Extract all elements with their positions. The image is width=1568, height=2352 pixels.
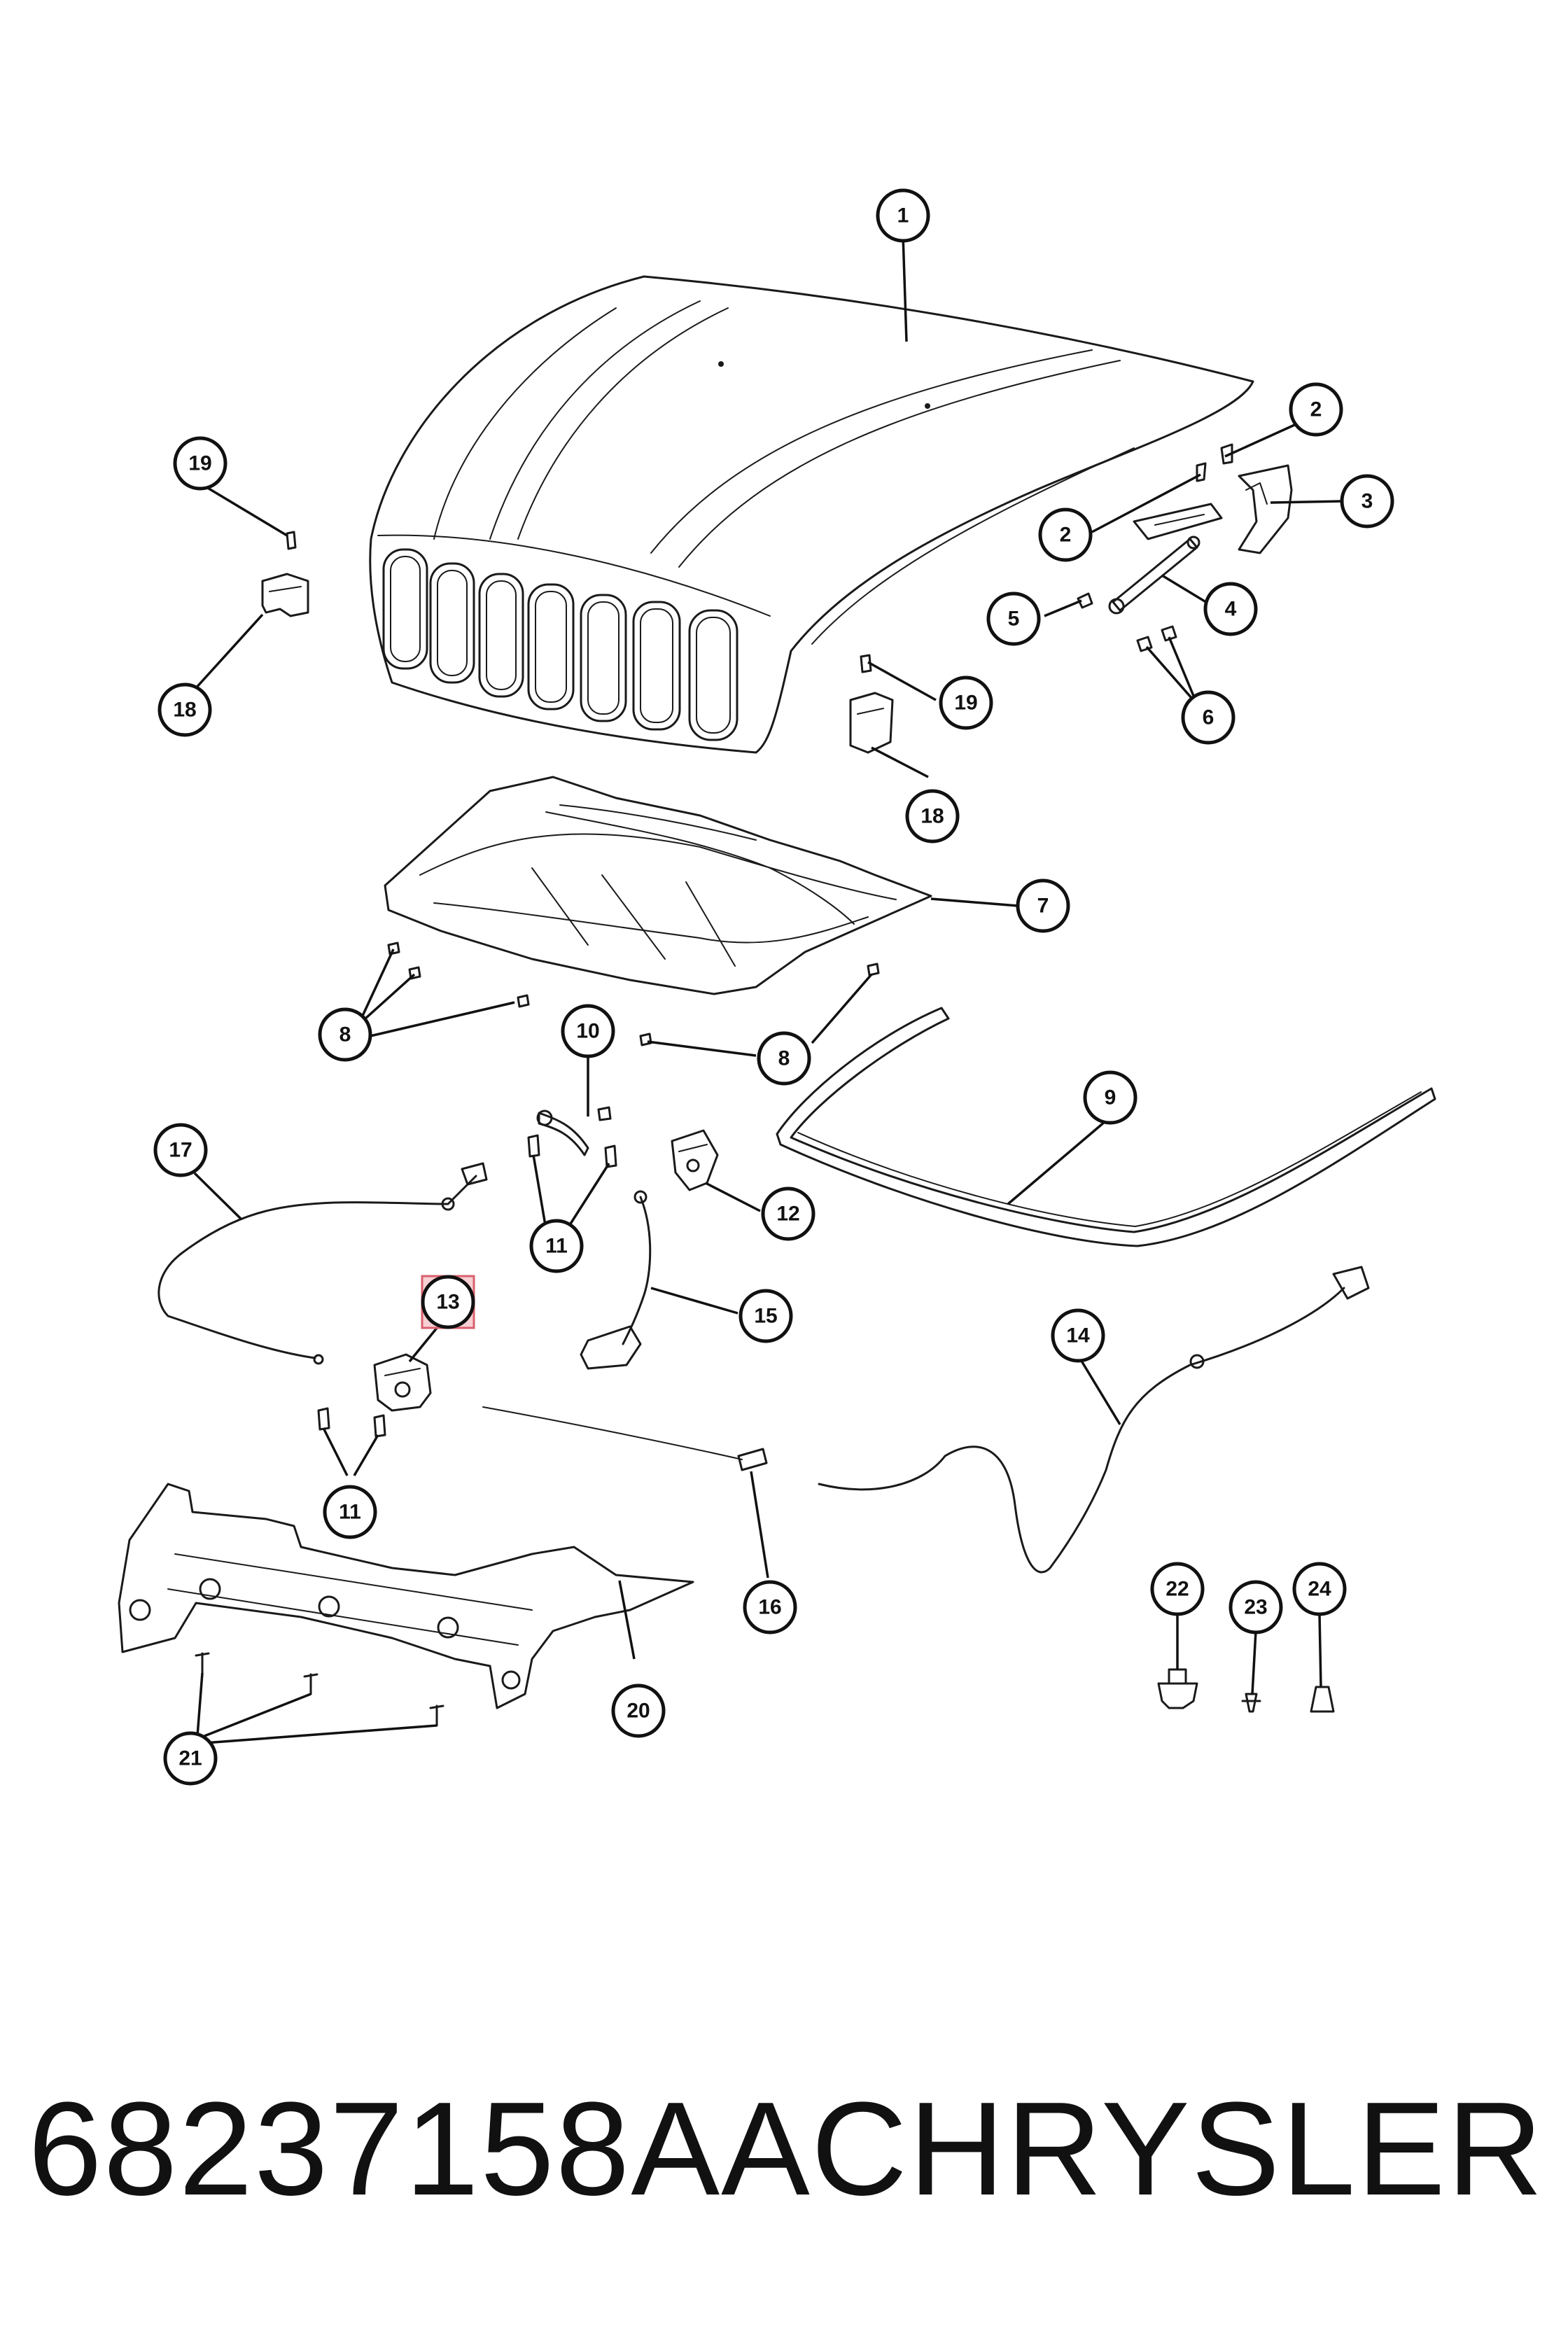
- callout-18: 18: [158, 682, 212, 737]
- strut-clip-5: [1077, 592, 1093, 609]
- callout-21: 21: [163, 1731, 218, 1786]
- svg-text:11: 11: [339, 1501, 361, 1524]
- svg-text:6: 6: [1203, 706, 1214, 729]
- svg-text:9: 9: [1105, 1086, 1116, 1110]
- brand-name: CHRYSLER: [811, 2075, 1545, 2223]
- strut-nuts-6: [1136, 625, 1177, 652]
- svg-text:18: 18: [173, 699, 196, 722]
- callout-14: 14: [1051, 1308, 1105, 1363]
- svg-text:19: 19: [954, 692, 977, 715]
- callout-18: 18: [905, 789, 960, 844]
- release-cable-15: [580, 1190, 652, 1370]
- svg-text:24: 24: [1308, 1578, 1331, 1601]
- svg-text:23: 23: [1244, 1596, 1267, 1619]
- callout-11: 11: [323, 1485, 377, 1539]
- screws-11: [317, 1134, 617, 1438]
- svg-text:22: 22: [1166, 1578, 1189, 1601]
- svg-text:19: 19: [188, 452, 211, 475]
- callout-8: 8: [318, 1007, 372, 1062]
- front-panel-20: [118, 1483, 694, 1709]
- callout-19: 19: [173, 436, 227, 491]
- callout-19: 19: [939, 676, 993, 730]
- svg-text:18: 18: [920, 805, 944, 828]
- callout-1: 1: [876, 188, 930, 243]
- hood-latch-13: [373, 1353, 432, 1412]
- svg-text:15: 15: [754, 1305, 777, 1328]
- svg-text:3: 3: [1362, 490, 1373, 513]
- svg-text:1: 1: [897, 204, 909, 227]
- svg-text:7: 7: [1037, 895, 1049, 918]
- screw-right-19: [860, 654, 872, 673]
- hinge-bolts: [1196, 443, 1233, 482]
- svg-text:11: 11: [545, 1235, 568, 1258]
- callout-12: 12: [761, 1186, 816, 1241]
- hood-seal: [776, 1007, 1436, 1247]
- hood-strut: [1108, 536, 1200, 615]
- callout-4: 4: [1203, 582, 1258, 636]
- svg-text:4: 4: [1225, 598, 1237, 621]
- fastener-24: [1310, 1686, 1335, 1713]
- callout-2: 2: [1038, 507, 1093, 562]
- screw-left-19: [286, 531, 297, 550]
- callout-24: 24: [1292, 1562, 1347, 1616]
- callout-11: 11: [529, 1219, 584, 1273]
- release-cable-17: [158, 1162, 488, 1365]
- insulator-clips: [387, 941, 880, 1046]
- leader-lines: [186, 234, 1342, 1744]
- callout-7: 7: [1016, 878, 1070, 933]
- cable-connector-16: [482, 1406, 768, 1471]
- svg-text:13: 13: [436, 1291, 459, 1314]
- callout-13: 13: [421, 1275, 475, 1329]
- hood-insulator: [384, 776, 932, 995]
- hood-panel: [369, 275, 1254, 754]
- callout-15: 15: [738, 1289, 793, 1343]
- svg-text:12: 12: [776, 1203, 799, 1226]
- svg-text:5: 5: [1008, 608, 1020, 631]
- svg-text:10: 10: [576, 1020, 599, 1043]
- svg-text:8: 8: [340, 1023, 351, 1046]
- release-cable-14: [818, 1266, 1370, 1574]
- callout-9: 9: [1083, 1070, 1138, 1125]
- bracket-right: [849, 692, 894, 754]
- callout-10: 10: [561, 1004, 615, 1058]
- callout-2: 2: [1289, 382, 1343, 437]
- callout-22: 22: [1150, 1562, 1205, 1616]
- secondary-latch-12: [671, 1129, 719, 1191]
- svg-text:20: 20: [626, 1700, 650, 1723]
- svg-text:2: 2: [1060, 524, 1072, 547]
- callout-16: 16: [743, 1580, 797, 1634]
- callout-6: 6: [1181, 690, 1236, 745]
- svg-text:21: 21: [178, 1747, 202, 1770]
- svg-text:2: 2: [1310, 398, 1322, 421]
- fastener-22: [1157, 1668, 1198, 1709]
- svg-text:14: 14: [1066, 1324, 1090, 1348]
- svg-text:16: 16: [758, 1596, 781, 1619]
- svg-text:17: 17: [169, 1139, 192, 1162]
- callout-8: 8: [757, 1031, 811, 1086]
- callout-5: 5: [986, 592, 1041, 646]
- svg-text:8: 8: [778, 1047, 790, 1070]
- callout-20: 20: [611, 1684, 666, 1738]
- push-pins-21: [195, 1652, 444, 1727]
- footer-caption: 68237158AA CHRYSLER: [28, 2065, 1543, 2233]
- callout-17: 17: [153, 1123, 208, 1177]
- bracket-left: [261, 573, 309, 617]
- callout-3: 3: [1340, 474, 1394, 528]
- hood-hinge: [1133, 464, 1293, 554]
- fastener-23: [1241, 1693, 1261, 1713]
- cable-clip-10: [536, 1106, 612, 1156]
- part-number: 68237158AA: [28, 2075, 811, 2223]
- callout-23: 23: [1228, 1580, 1283, 1634]
